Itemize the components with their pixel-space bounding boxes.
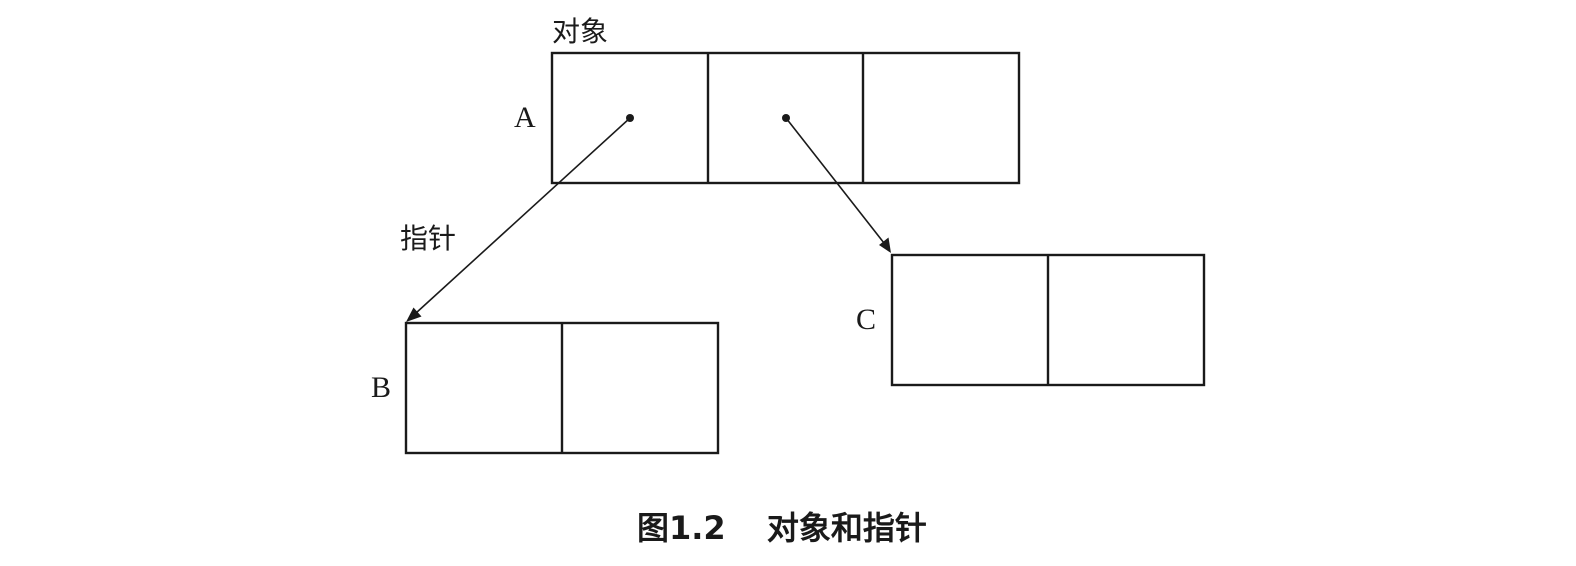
object-c-label: C [856, 303, 876, 336]
pointer-a-to-c-origin-dot [782, 114, 790, 122]
figure-caption-number: 图1.2 [637, 509, 726, 547]
pointer-a-to-c [782, 114, 891, 253]
object-annotation: 对象 [552, 15, 608, 48]
object-b [404, 321, 720, 455]
figure-caption-title: 对象和指针 [767, 509, 927, 547]
pointer-a-to-c-arrowhead [879, 237, 891, 253]
object-c [890, 253, 1206, 387]
pointer-a-to-c-line [785, 117, 885, 244]
pointer-a-to-b-arrowhead [406, 307, 422, 322]
pointer-a-to-b [406, 114, 634, 322]
object-a-label: A [514, 101, 536, 134]
object-b-label: B [371, 371, 391, 404]
figure-caption: 图1.2 对象和指针 [637, 509, 927, 547]
pointer-a-to-b-line [415, 117, 631, 314]
pointer-a-to-b-origin-dot [626, 114, 634, 122]
pointer-annotation: 指针 [400, 222, 456, 255]
